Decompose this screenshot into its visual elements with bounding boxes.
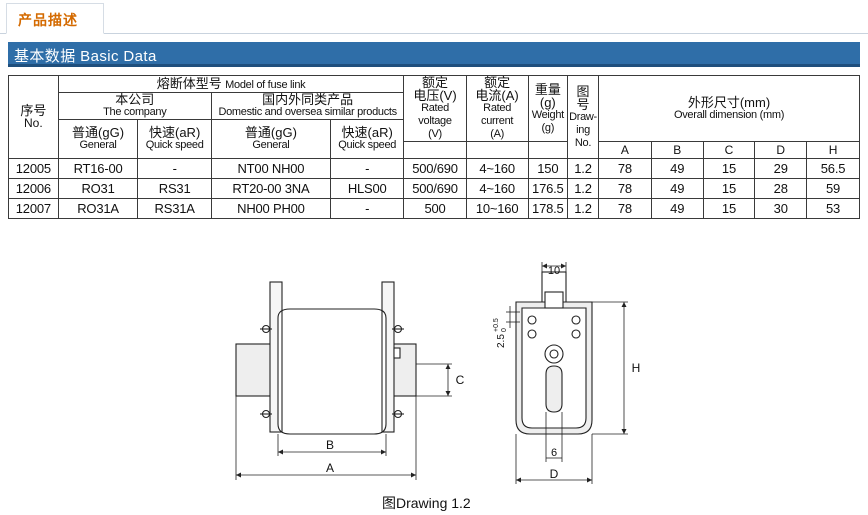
header-voltage: 额定 电压(V) Rated voltage (V) — [403, 75, 467, 142]
cell-domestic-general: NH00 PH00 — [210, 198, 331, 219]
cell-domestic-general: NT00 NH00 — [210, 158, 331, 179]
cell-domestic-quick: - — [329, 198, 405, 219]
cell-general: RO31A — [57, 198, 139, 219]
cell-current: 4~160 — [465, 158, 529, 179]
header-row-1: 序号 No. 熔断体型号 Model of fuse link 额定 电压(V)… — [8, 75, 860, 159]
cell-quick: RS31 — [137, 178, 212, 199]
header-company-general: 普通(gG) General — [57, 119, 139, 159]
header-dim-d: D — [754, 141, 808, 159]
section-header: 基本数据 Basic Data — [8, 42, 860, 67]
header-model: 熔断体型号 Model of fuse link — [57, 75, 405, 93]
section-title: 基本数据 Basic Data — [14, 48, 157, 65]
header-dim-c: C — [702, 141, 756, 159]
dim-label-2-5: 2.5 — [496, 334, 507, 348]
cell-dim-a: 78 — [598, 198, 652, 219]
cell-quick: RS31A — [137, 198, 212, 219]
cell-quick: - — [137, 158, 212, 179]
dim-label-c: C — [456, 373, 465, 387]
cell-voltage: 500 — [403, 198, 467, 219]
cell-weight: 178.5 — [527, 198, 568, 219]
cell-dim-b: 49 — [650, 198, 704, 219]
dim-tolerance-upper: +0.5 — [493, 318, 500, 332]
cell-dim-h: 59 — [806, 178, 860, 199]
cell-general: RO31 — [57, 178, 139, 199]
header-empty-i — [465, 141, 529, 159]
tab-label: 产品描述 — [18, 13, 78, 29]
header-company: 本公司 The company — [57, 92, 212, 120]
cell-dim-a: 78 — [598, 158, 652, 179]
header-dim-b: B — [650, 141, 704, 159]
table-row: 12007 RO31A RS31A NH00 PH00 - 500 10~160… — [8, 198, 860, 219]
cell-current: 4~160 — [465, 178, 529, 199]
tab-bar: 产品描述 — [0, 0, 868, 34]
cell-weight: 150 — [527, 158, 568, 179]
table-row: 12006 RO31 RS31 RT20-00 3NA HLS00 500/69… — [8, 178, 860, 199]
tab-product-description[interactable]: 产品描述 — [6, 3, 104, 34]
drawing-caption: 图Drawing 1.2 — [382, 495, 471, 511]
cell-no: 12007 — [8, 198, 59, 219]
cell-dim-c: 15 — [702, 178, 756, 199]
cell-dim-c: 15 — [702, 198, 756, 219]
header-company-quick: 快速(aR) Quick speed — [137, 119, 212, 159]
cell-domestic-quick: - — [329, 158, 405, 179]
header-seq: 序号 No. — [8, 75, 59, 159]
cell-voltage: 500/690 — [403, 178, 467, 199]
cell-dim-c: 15 — [702, 158, 756, 179]
header-domestic: 国内外同类产品 Domestic and oversea similar pro… — [210, 92, 405, 120]
dim-tolerance-lower: 0 — [501, 328, 508, 332]
header-empty-w — [527, 141, 568, 159]
cell-dim-h: 56.5 — [806, 158, 860, 179]
cell-dim-a: 78 — [598, 178, 652, 199]
cell-dim-d: 29 — [754, 158, 808, 179]
cell-drawing: 1.2 — [566, 178, 600, 199]
dim-label-6: 6 — [551, 447, 557, 459]
cell-domestic-general: RT20-00 3NA — [210, 178, 331, 199]
cell-dim-d: 30 — [754, 198, 808, 219]
dim-label-10: 10 — [548, 265, 560, 277]
cell-drawing: 1.2 — [566, 198, 600, 219]
header-empty-v — [403, 141, 467, 159]
cell-dim-h: 53 — [806, 198, 860, 219]
header-drawing: 图 号 Draw- ing No. — [566, 75, 600, 159]
header-row-2: 本公司 The company 国内外同类产品 Domestic and ove… — [9, 92, 860, 120]
header-dimension: 外形尺寸(mm) Overall dimension (mm) — [598, 75, 860, 142]
side-view — [235, 281, 452, 480]
header-row-3: 普通(gG) General 快速(aR) Quick speed 普通(gG)… — [9, 119, 860, 159]
header-domestic-general: 普通(gG) General — [210, 119, 331, 159]
cell-drawing: 1.2 — [566, 158, 600, 179]
dim-label-h: H — [632, 361, 641, 375]
cell-dim-b: 49 — [650, 158, 704, 179]
front-view — [506, 262, 628, 484]
cell-no: 12006 — [8, 178, 59, 199]
header-dim-a: A — [598, 141, 652, 159]
fuse-drawing: B A C 10 H 6 D 2.5 +0.5 0 — [235, 262, 641, 484]
cell-dim-d: 28 — [754, 178, 808, 199]
cell-domestic-quick: HLS00 — [329, 178, 405, 199]
cell-weight: 176.5 — [527, 178, 568, 199]
header-domestic-quick: 快速(aR) Quick speed — [329, 119, 405, 159]
cell-current: 10~160 — [465, 198, 529, 219]
dim-label-d: D — [550, 467, 559, 481]
spec-table: 序号 No. 熔断体型号 Model of fuse link 额定 电压(V)… — [8, 75, 860, 219]
header-weight: 重量 (g) Weight (g) — [527, 75, 568, 142]
dim-label-a: A — [326, 461, 334, 475]
dim-label-b: B — [326, 438, 334, 452]
cell-no: 12005 — [8, 158, 59, 179]
header-current: 额定 电流(A) Rated current (A) — [465, 75, 529, 142]
cell-general: RT16-00 — [57, 158, 139, 179]
cell-dim-b: 49 — [650, 178, 704, 199]
cell-voltage: 500/690 — [403, 158, 467, 179]
table-row: 12005 RT16-00 - NT00 NH00 - 500/690 4~16… — [8, 158, 860, 179]
header-dim-h: H — [806, 141, 860, 159]
